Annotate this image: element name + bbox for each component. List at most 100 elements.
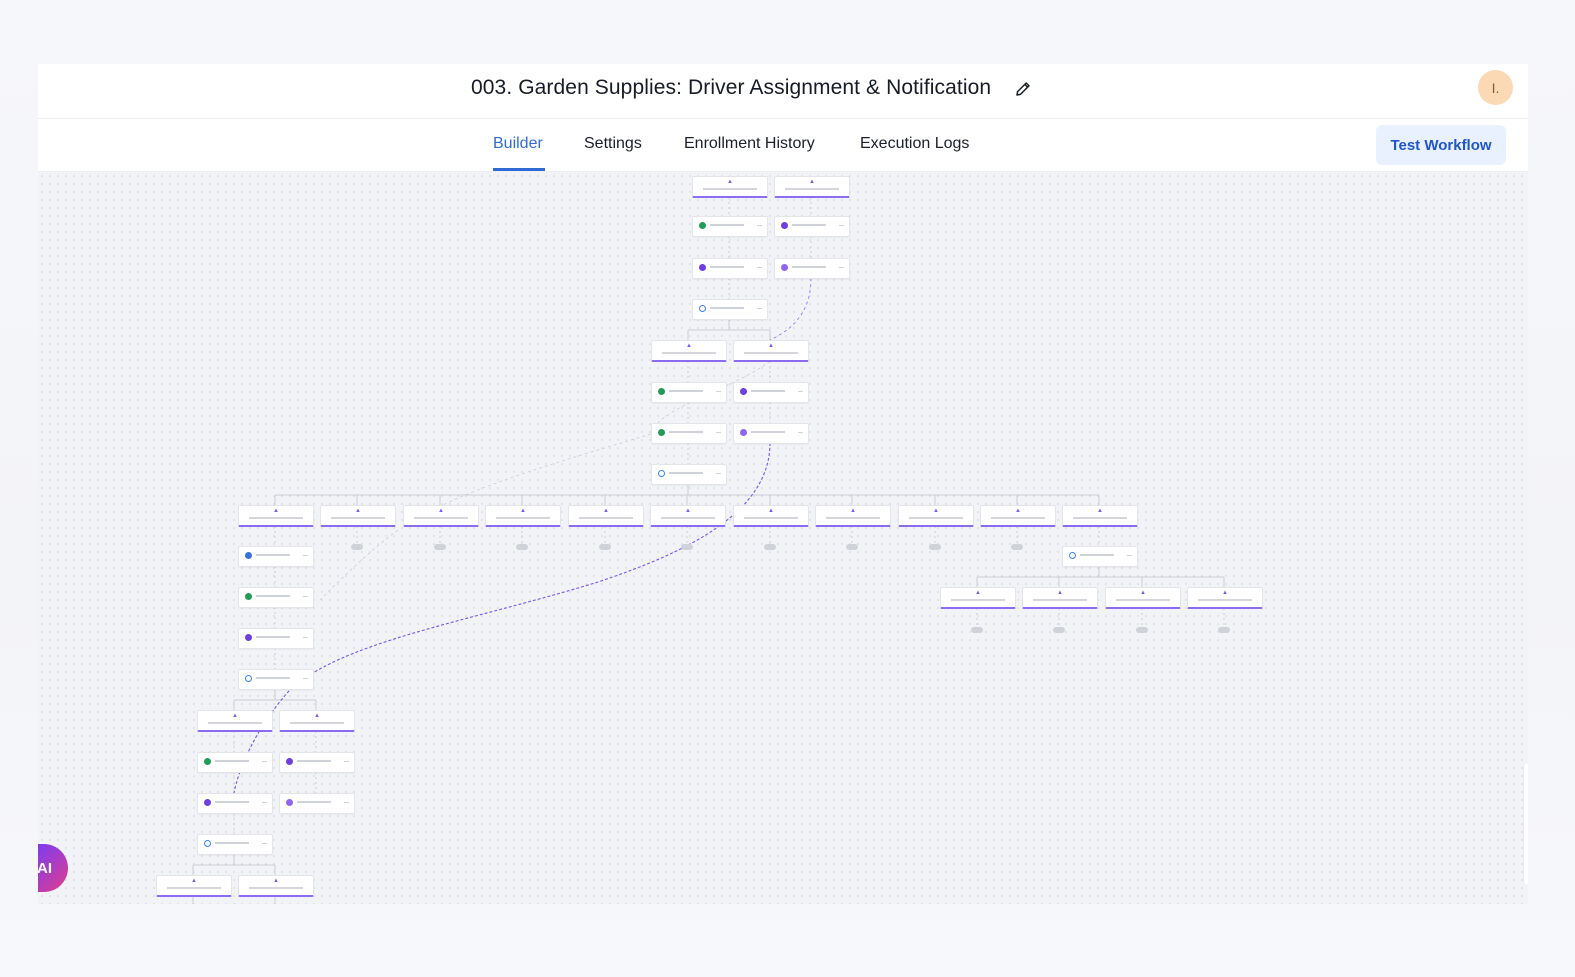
workflow-step-node[interactable] — [651, 423, 727, 444]
step-label-placeholder — [710, 266, 744, 268]
end-marker — [1053, 627, 1065, 633]
branch-node[interactable]: ▲ — [733, 505, 809, 527]
branch-icon: ▲ — [1097, 508, 1103, 514]
branch-node[interactable]: ▲ — [940, 587, 1016, 609]
branch-node[interactable]: ▲ — [279, 710, 355, 732]
branch-node[interactable]: ▲ — [238, 875, 314, 897]
workflow-step-node[interactable] — [692, 299, 768, 320]
workflow-step-node[interactable] — [692, 258, 768, 279]
branch-node[interactable]: ▲ — [1187, 587, 1263, 609]
step-menu-icon — [839, 225, 844, 226]
side-panel-handle[interactable] — [1523, 764, 1528, 884]
tab-settings[interactable]: Settings — [584, 135, 642, 152]
workflow-step-node[interactable] — [279, 752, 355, 773]
app-window: 003. Garden Supplies: Driver Assignment … — [38, 64, 1528, 904]
step-type-icon — [245, 675, 252, 682]
test-workflow-button[interactable]: Test Workflow — [1376, 125, 1506, 165]
branch-label-placeholder — [496, 517, 550, 519]
branch-icon: ▲ — [809, 179, 815, 185]
branch-node[interactable]: ▲ — [1105, 587, 1181, 609]
workflow-canvas[interactable]: ▲ ▲ ▲ ▲ ▲ ▲ ▲ ▲ ▲ ▲ ▲ ▲ ▲ ▲ ▲ ▲ ▲ ▲ ▲ ▲ ▲ ▲ ▲ — [38, 172, 1528, 904]
branch-icon: ▲ — [232, 713, 238, 719]
branch-icon: ▲ — [1057, 590, 1063, 596]
workflow-step-node[interactable] — [238, 587, 314, 608]
branch-node[interactable]: ▲ — [238, 505, 314, 527]
branch-node[interactable]: ▲ — [1022, 587, 1098, 609]
step-type-icon — [204, 840, 211, 847]
step-type-icon — [658, 429, 665, 436]
branch-icon: ▲ — [314, 713, 320, 719]
branch-node[interactable]: ▲ — [320, 505, 396, 527]
branch-icon: ▲ — [975, 590, 981, 596]
step-type-icon — [245, 593, 252, 600]
branch-node[interactable]: ▲ — [692, 176, 768, 198]
branch-node[interactable]: ▲ — [1062, 505, 1138, 527]
step-type-icon — [740, 429, 747, 436]
branch-label-placeholder — [662, 352, 716, 354]
goto-connector — [769, 277, 812, 341]
branch-label-placeholder — [661, 517, 715, 519]
branch-icon: ▲ — [1140, 590, 1146, 596]
branch-node[interactable]: ▲ — [733, 340, 809, 362]
tab-builder[interactable]: Builder — [493, 135, 543, 152]
branch-icon: ▲ — [768, 343, 774, 349]
workflow-step-node[interactable] — [651, 382, 727, 403]
workflow-step-node[interactable] — [197, 752, 273, 773]
workflow-step-node[interactable] — [1062, 546, 1138, 567]
workflow-step-node[interactable] — [238, 546, 314, 567]
branch-label-placeholder — [249, 517, 303, 519]
workflow-step-node[interactable] — [774, 216, 850, 237]
branch-node[interactable]: ▲ — [980, 505, 1056, 527]
branch-node[interactable]: ▲ — [403, 505, 479, 527]
step-label-placeholder — [215, 801, 249, 803]
branch-icon: ▲ — [191, 878, 197, 884]
workflow-step-node[interactable] — [197, 834, 273, 855]
workflow-step-node[interactable] — [733, 382, 809, 403]
workflow-step-node[interactable] — [238, 628, 314, 649]
step-menu-icon — [798, 391, 803, 392]
workflow-step-node[interactable] — [692, 216, 768, 237]
workflow-step-node[interactable] — [651, 464, 727, 485]
branch-icon: ▲ — [933, 508, 939, 514]
branch-node[interactable]: ▲ — [650, 505, 726, 527]
step-menu-icon — [262, 802, 267, 803]
branch-node[interactable]: ▲ — [815, 505, 891, 527]
branch-label-placeholder — [1073, 517, 1127, 519]
branch-label-placeholder — [744, 517, 798, 519]
workflow-step-node[interactable] — [774, 258, 850, 279]
branch-icon: ▲ — [768, 508, 774, 514]
workflow-step-node[interactable] — [238, 669, 314, 690]
step-label-placeholder — [792, 266, 826, 268]
edit-pencil-icon[interactable] — [1013, 79, 1033, 99]
step-label-placeholder — [256, 636, 290, 638]
user-avatar[interactable]: I. — [1478, 70, 1513, 105]
tab-enrollment-history[interactable]: Enrollment History — [684, 135, 815, 152]
branch-node[interactable]: ▲ — [156, 875, 232, 897]
step-menu-icon — [303, 678, 308, 679]
step-type-icon — [781, 222, 788, 229]
branch-node[interactable]: ▲ — [197, 710, 273, 732]
branch-node[interactable]: ▲ — [568, 505, 644, 527]
branch-node[interactable]: ▲ — [651, 340, 727, 362]
step-type-icon — [740, 388, 747, 395]
step-label-placeholder — [710, 224, 744, 226]
workflow-step-node[interactable] — [733, 423, 809, 444]
step-label-placeholder — [256, 677, 290, 679]
step-menu-icon — [757, 267, 762, 268]
branch-node[interactable]: ▲ — [898, 505, 974, 527]
step-label-placeholder — [751, 431, 785, 433]
branch-node[interactable]: ▲ — [774, 176, 850, 198]
tab-execution-logs[interactable]: Execution Logs — [860, 135, 970, 152]
workflow-step-node[interactable] — [197, 793, 273, 814]
step-type-icon — [699, 222, 706, 229]
branch-icon: ▲ — [727, 179, 733, 185]
workflow-step-node[interactable] — [279, 793, 355, 814]
branch-label-placeholder — [991, 517, 1045, 519]
branch-label-placeholder — [167, 887, 221, 889]
branch-node[interactable]: ▲ — [485, 505, 561, 527]
step-menu-icon — [262, 843, 267, 844]
step-label-placeholder — [215, 760, 249, 762]
step-menu-icon — [303, 555, 308, 556]
step-menu-icon — [839, 267, 844, 268]
branch-label-placeholder — [290, 722, 344, 724]
